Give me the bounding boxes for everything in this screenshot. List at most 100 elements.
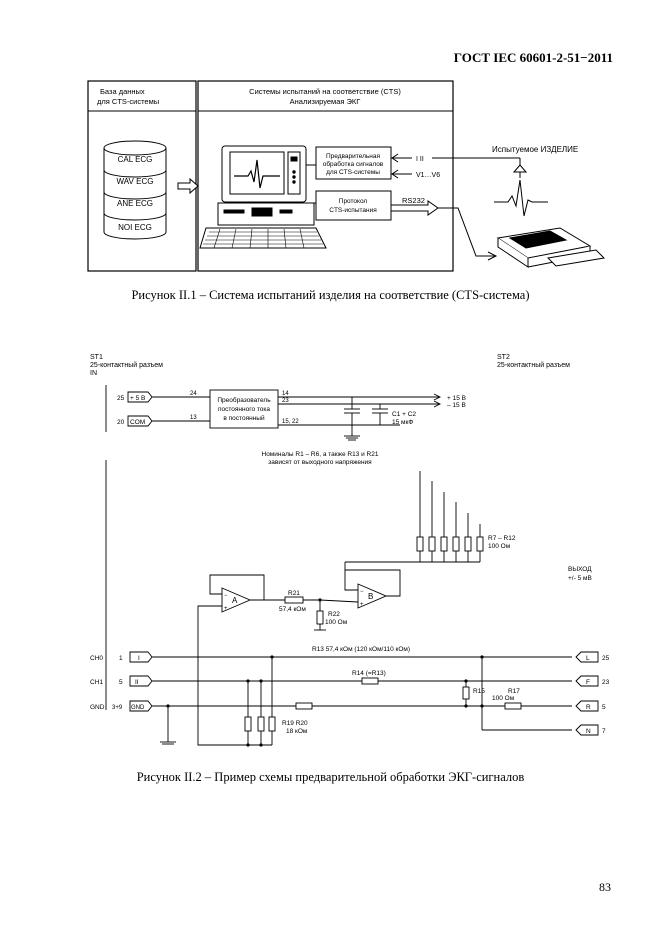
rs232-label: RS232 — [402, 196, 425, 205]
preproc-line1: Предварительная — [326, 153, 380, 160]
pin-com — [127, 415, 153, 427]
nominal-note-line2: зависят от выходного напряжения — [268, 459, 372, 466]
database-stack — [103, 140, 167, 240]
opin-l: 25 — [602, 655, 610, 662]
document-header: ГОСТ IEC 60601-2-51−2011 — [453, 50, 613, 65]
conv-pin-13: 13 — [190, 415, 197, 421]
pin-out-f — [575, 675, 599, 687]
db-title-line2: для CTS-системы — [97, 97, 159, 106]
pin-gnd: 3+9 — [112, 705, 123, 711]
opamp-a — [221, 587, 252, 613]
r22-label: R22 — [328, 611, 340, 618]
cts-title-line2: Анализируемая ЭКГ — [290, 97, 361, 106]
c1c2-line2: 15 мкФ — [392, 419, 413, 426]
r21-label: R21 — [288, 590, 300, 597]
plus-b: + — [360, 602, 364, 608]
r15-label: R15 — [473, 688, 485, 695]
db-cal-ecg: CAL ECG — [118, 155, 153, 164]
st2-line1: ST2 — [497, 354, 510, 361]
resistor-bank-r7-r12 — [345, 471, 484, 563]
lead-i-label: I — [138, 655, 140, 662]
plus-a: + — [224, 606, 228, 612]
com-label: COM — [130, 419, 145, 426]
st1-line2: 25-контактный разъем — [90, 361, 163, 369]
pin-lead-ii — [129, 675, 153, 687]
ch1-label: CH1 — [90, 679, 103, 686]
computer-icon — [199, 145, 327, 249]
r7-r12-line1: R7 – R12 — [488, 535, 516, 542]
opin-f: 23 — [602, 679, 610, 686]
st1-line1: ST1 — [90, 354, 103, 361]
db-ane-ecg: ANE ECG — [117, 199, 153, 208]
opamp-b-label: B — [368, 592, 373, 601]
r19-r20-label: R19 R20 — [282, 720, 308, 727]
converter-line2: постоянного тока — [218, 406, 270, 413]
arrow-rs232 — [390, 200, 439, 216]
opin-r: 5 — [602, 704, 606, 711]
protocol-line2: CTS-испытания — [329, 207, 377, 214]
conv-pin-14: 14 — [282, 391, 289, 397]
leads-v1-v6: V1…V6 — [416, 172, 440, 179]
st1-line3: IN — [90, 370, 97, 377]
converter-line1: Преобразователь — [217, 396, 271, 404]
conv-pin-23: 23 — [282, 398, 289, 404]
opamp-b — [357, 583, 388, 609]
pin-lead-gnd — [129, 700, 153, 712]
minus15v-label: – 15 В — [447, 402, 466, 409]
protocol-line1: Протокол — [339, 198, 368, 205]
preproc-line2: обработка сигналов — [323, 160, 384, 168]
r21-value: 57,4 кОм — [279, 606, 306, 613]
db-title-line1: База данных — [100, 87, 145, 96]
output-line2: +/- 5 мВ — [568, 575, 592, 582]
pin-plus5v — [127, 391, 153, 403]
output-line1: ВЫХОД — [568, 566, 592, 573]
out-n-label: N — [586, 728, 591, 735]
converter-line3: в постоянный — [223, 414, 265, 422]
figure-cts-system: База данных для CTS-системы Системы испы… — [87, 80, 606, 272]
out-r-label: R — [586, 704, 591, 711]
plus15v-label: + 15 В — [447, 395, 466, 402]
st2-line2: 25-контактный разъем — [497, 361, 570, 369]
opamp-a-label: A — [232, 596, 238, 605]
device-label: Испытуемое ИЗДЕЛИЕ — [492, 145, 578, 154]
cts-title-line1: Системы испытаний на соответствие (CTS) — [249, 87, 401, 96]
lead-gnd-label: GND — [131, 705, 145, 711]
pin-lead-i — [129, 651, 153, 663]
pin-out-n — [575, 724, 599, 736]
r22-value: 100 Ом — [325, 619, 348, 626]
ecg-device-icon — [494, 164, 548, 217]
r17-label: R17 — [508, 688, 520, 695]
page-number: 83 — [599, 880, 611, 894]
r15-r17-value: 100 Ом — [492, 695, 515, 702]
conv-pin-24: 24 — [190, 391, 197, 397]
printer-connection — [438, 207, 498, 261]
pin-out-l — [575, 651, 599, 663]
printer-icon — [496, 227, 606, 268]
plus5v-label: + 5 В — [130, 395, 145, 402]
db-wav-ecg: WAV ECG — [117, 177, 154, 186]
ch0-label: CH0 — [90, 655, 103, 662]
arrow-db-to-cts — [177, 177, 199, 195]
pin-20: 20 — [117, 419, 125, 426]
db-noi-ecg: NOI ECG — [118, 223, 152, 232]
pin-25: 25 — [117, 395, 125, 402]
c1c2-line1: C1 + C2 — [392, 411, 416, 418]
gnd-label: GND — [90, 704, 105, 711]
out-l-label: L — [586, 655, 590, 662]
minus-b: − — [360, 589, 364, 595]
r13-label: R13 57,4 кОм (120 кОм/110 кОм) — [312, 646, 410, 653]
nominal-note-line1: Номиналы R1 – R6, а также R13 и R21 — [262, 451, 379, 458]
minus-a: − — [224, 593, 228, 599]
preproc-line3: для CTS-системы — [326, 169, 380, 176]
conv-pin-1522: 15, 22 — [282, 419, 299, 425]
r14-label: R14 (=R13) — [352, 670, 386, 677]
opin-n: 7 — [602, 728, 606, 735]
pin-ch0: 1 — [119, 655, 123, 662]
leads-i-ii: I II — [416, 156, 424, 163]
lead-line-device — [432, 157, 521, 166]
pin-ch1: 5 — [119, 679, 123, 686]
lead-arrows — [391, 153, 412, 179]
figure2-caption: Рисунок II.2 – Пример схемы предваритель… — [136, 770, 525, 784]
pin-out-r — [575, 700, 599, 712]
lead-ii-label: II — [135, 679, 139, 686]
